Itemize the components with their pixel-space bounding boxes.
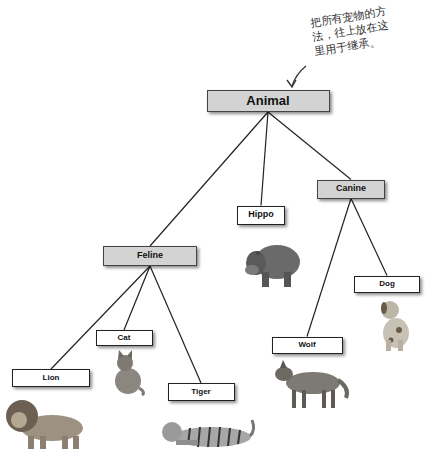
- leaf-class-box: Tiger: [168, 383, 235, 401]
- class-name: Wolf: [298, 341, 315, 350]
- leaf-class-box: Cat: [96, 330, 153, 346]
- class-name: Cat: [118, 334, 131, 343]
- class-name: Dog: [379, 280, 395, 289]
- dog-picture: [381, 301, 409, 351]
- class-name: Hippo: [248, 210, 274, 220]
- inheritance-line: [150, 266, 201, 383]
- class-name: Animal: [246, 94, 289, 108]
- leaf-class-box: Dog: [354, 276, 420, 293]
- leaf-class-box: Lion: [12, 369, 90, 387]
- inheritance-line: [124, 266, 150, 330]
- wolf-picture: [275, 360, 347, 408]
- annotation-arrow: [287, 66, 306, 87]
- leaf-class-box: Hippo: [237, 206, 285, 225]
- class-box: Canine: [317, 180, 385, 199]
- class-name: Canine: [336, 184, 366, 194]
- leaf-class-box: Wolf: [272, 337, 343, 354]
- class-box: Animal: [207, 90, 330, 112]
- class-name: Lion: [43, 374, 60, 383]
- lion-picture: [6, 400, 83, 449]
- hippo-picture: [245, 245, 300, 287]
- cat-picture: [115, 350, 143, 395]
- class-box: Feline: [103, 246, 197, 266]
- class-name: Tiger: [191, 388, 210, 397]
- inheritance-line: [307, 199, 351, 337]
- annotation-note: 把所有宠物的方法，往上放在这里用于继承。: [309, 4, 399, 60]
- inheritance-line: [261, 112, 268, 206]
- inheritance-line: [150, 112, 268, 246]
- inheritance-line: [51, 266, 150, 369]
- inheritance-line: [268, 112, 351, 180]
- inheritance-line: [351, 199, 387, 276]
- class-name: Feline: [137, 251, 163, 261]
- tiger-picture: [162, 420, 254, 447]
